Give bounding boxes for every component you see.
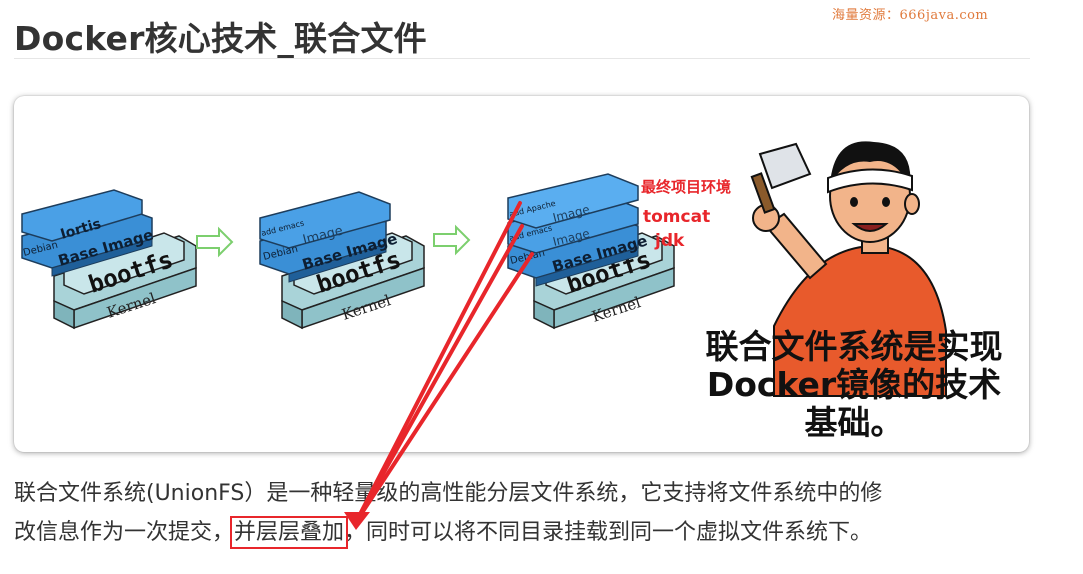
caption-line-1: 联合文件系统是实现	[706, 327, 1003, 366]
paragraph-line-2-end: 同时可以将不同目录挂载到同一个虚拟文件系统下。	[366, 520, 873, 545]
highlight-box-text: 并层层叠加	[230, 516, 349, 549]
annotation-tomcat: tomcat	[643, 207, 710, 227]
paragraph-line-2-start: 改信息作为一次提交，	[14, 520, 235, 545]
watermark: 海量资源：666java.com	[832, 8, 989, 23]
annotation-jdk: jdk	[654, 231, 685, 251]
layer-stack-2: Kernel bootfs Base Image Debian Image ad…	[259, 191, 425, 330]
title-divider	[14, 58, 1030, 59]
chef-illustration	[750, 141, 947, 397]
annotation-final-env: 最终项目环境	[641, 178, 731, 196]
paragraph-line-2: 改信息作为一次提交，并层层叠加，同时可以将不同目录挂载到同一个虚拟文件系统下。	[14, 513, 1024, 552]
union-fs-diagram: Kernel bootfs Base Image Debian Iortis K…	[21, 141, 1003, 442]
caption-line-3: 基础。	[805, 403, 904, 442]
paragraph-line-1: 联合文件系统(UnionFS）是一种轻量级的高性能分层文件系统，它支持将文件系统…	[14, 481, 883, 506]
arrow-right-1	[196, 226, 234, 258]
arrow-right-2	[433, 224, 471, 256]
layer-stack-3: Kernel bootfs Base Image Debian Image ad…	[507, 173, 675, 330]
description-paragraph: 联合文件系统(UnionFS）是一种轻量级的高性能分层文件系统，它支持将文件系统…	[14, 474, 1024, 552]
layer-stack-1: Kernel bootfs Base Image Debian Iortis	[21, 189, 197, 330]
diagram-card: Kernel bootfs Base Image Debian Iortis K…	[14, 96, 1029, 452]
paragraph-line-2-sep: ，	[344, 520, 367, 545]
page-title: Docker核心技术_联合文件	[14, 19, 427, 58]
caption-line-2: Docker镜像的技术	[707, 365, 1001, 404]
